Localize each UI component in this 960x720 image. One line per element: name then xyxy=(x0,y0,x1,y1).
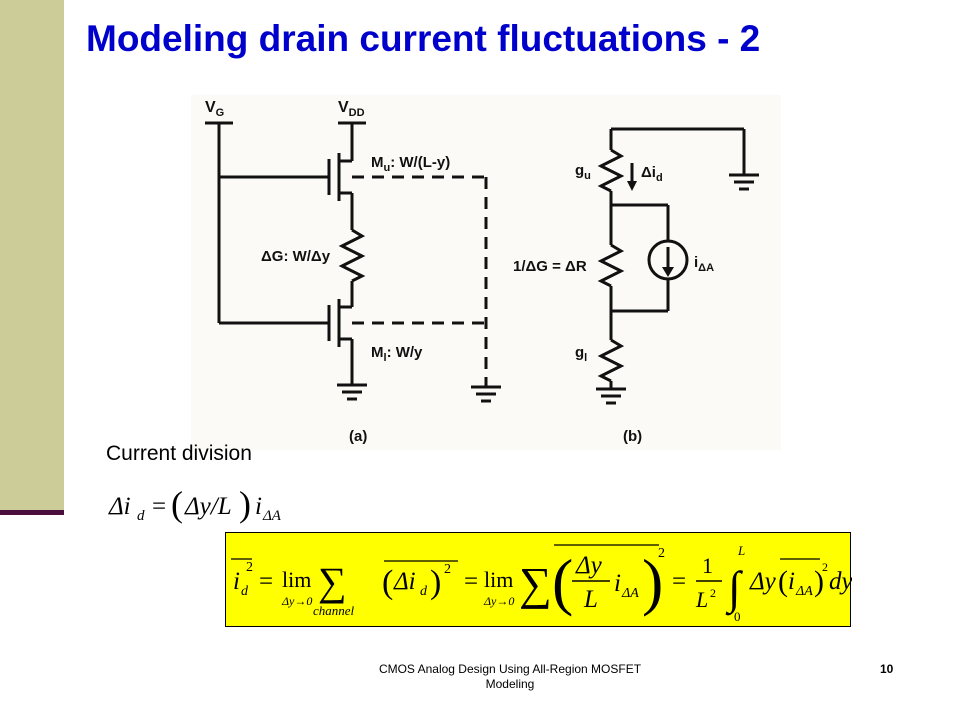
svg-text:channel: channel xyxy=(313,603,355,618)
sidebar-accent xyxy=(0,0,64,510)
page-number: 10 xyxy=(880,662,894,676)
svg-text:Δy: Δy xyxy=(575,552,603,579)
slide-footer: CMOS Analog Design Using All-Region MOSF… xyxy=(355,662,665,692)
svg-text:d: d xyxy=(137,508,145,524)
svg-text:2: 2 xyxy=(822,560,828,574)
circuit-figure: VG VDD Mu: W/(L-y) ΔG: W/Δy Ml: W/y (a) … xyxy=(191,95,781,450)
svg-text:): ) xyxy=(239,484,251,524)
svg-text:dy: dy xyxy=(829,568,852,595)
svg-text:=: = xyxy=(464,568,478,595)
ida-label: iΔA xyxy=(694,254,714,274)
svg-text:d: d xyxy=(241,584,249,599)
svg-text:): ) xyxy=(430,564,441,601)
ml-label: Ml: W/y xyxy=(371,344,423,364)
caption-b: (b) xyxy=(623,428,642,445)
svg-text:): ) xyxy=(814,565,824,598)
svg-text:2: 2 xyxy=(444,562,451,577)
svg-text:=: = xyxy=(152,493,166,520)
svg-text:=: = xyxy=(259,568,273,595)
svg-text:lim: lim xyxy=(484,567,513,592)
svg-text:Δy→0: Δy→0 xyxy=(281,594,312,608)
footer-line-1: CMOS Analog Design Using All-Region MOSF… xyxy=(378,662,642,676)
footer-line-2: Modeling xyxy=(485,677,535,691)
circuit-diagram: VG VDD Mu: W/(L-y) ΔG: W/Δy Ml: W/y (a) … xyxy=(205,99,759,445)
svg-text:0: 0 xyxy=(734,609,741,624)
svg-text:ΔA: ΔA xyxy=(795,584,813,599)
svg-text:(: ( xyxy=(778,565,788,598)
dg-label: ΔG: W/Δy xyxy=(261,248,331,265)
current-division-label: Current division xyxy=(106,442,252,465)
svg-text:i: i xyxy=(614,570,621,597)
svg-text:i: i xyxy=(788,568,795,595)
sidebar-divider xyxy=(0,510,64,515)
svg-text:i: i xyxy=(233,568,240,595)
svg-text:L: L xyxy=(695,587,708,612)
svg-text:∑: ∑ xyxy=(318,559,347,604)
svg-text:2: 2 xyxy=(658,546,665,561)
svg-text:(: ( xyxy=(382,564,393,601)
svg-text:2: 2 xyxy=(246,560,253,575)
caption-a: (a) xyxy=(349,428,367,445)
svg-text:ΔA: ΔA xyxy=(621,586,639,601)
delta-r-label: 1/ΔG = ΔR xyxy=(513,258,587,275)
svg-text:∑: ∑ xyxy=(519,558,552,609)
svg-text:Δy: Δy xyxy=(749,568,777,595)
svg-text:Δi: Δi xyxy=(393,568,416,595)
svg-text:(: ( xyxy=(552,546,573,617)
delta-id-label: Δid xyxy=(641,164,663,184)
svg-text:ΔA: ΔA xyxy=(262,508,282,524)
svg-text:=: = xyxy=(672,568,686,595)
slide-title: Modeling drain current fluctuations - 2 xyxy=(86,18,761,59)
noise-integral-equation: i d 2 = lim Δy→0 ∑ channel ( Δi d ) 2 = … xyxy=(225,532,852,627)
gl-label: gl xyxy=(575,344,587,364)
svg-text:d: d xyxy=(420,584,428,599)
vdd-label: VDD xyxy=(338,99,365,119)
gu-label: gu xyxy=(575,162,591,182)
svg-text:L: L xyxy=(737,543,745,558)
mu-label: Mu: W/(L-y) xyxy=(371,154,450,174)
svg-text:1: 1 xyxy=(702,553,713,578)
svg-text:i: i xyxy=(255,493,262,520)
svg-text:L: L xyxy=(583,586,598,613)
svg-text:Δy/L: Δy/L xyxy=(184,493,232,520)
svg-text:lim: lim xyxy=(282,567,311,592)
svg-text:2: 2 xyxy=(710,586,716,600)
svg-text:Δy→0: Δy→0 xyxy=(483,594,514,608)
svg-text:Δi: Δi xyxy=(108,493,131,520)
vg-label: VG xyxy=(205,99,224,119)
svg-text:(: ( xyxy=(171,484,183,524)
current-division-equation: Δi d = ( Δy/L ) i ΔA xyxy=(107,482,307,532)
svg-text:): ) xyxy=(642,546,663,617)
svg-text:∫: ∫ xyxy=(725,562,743,616)
